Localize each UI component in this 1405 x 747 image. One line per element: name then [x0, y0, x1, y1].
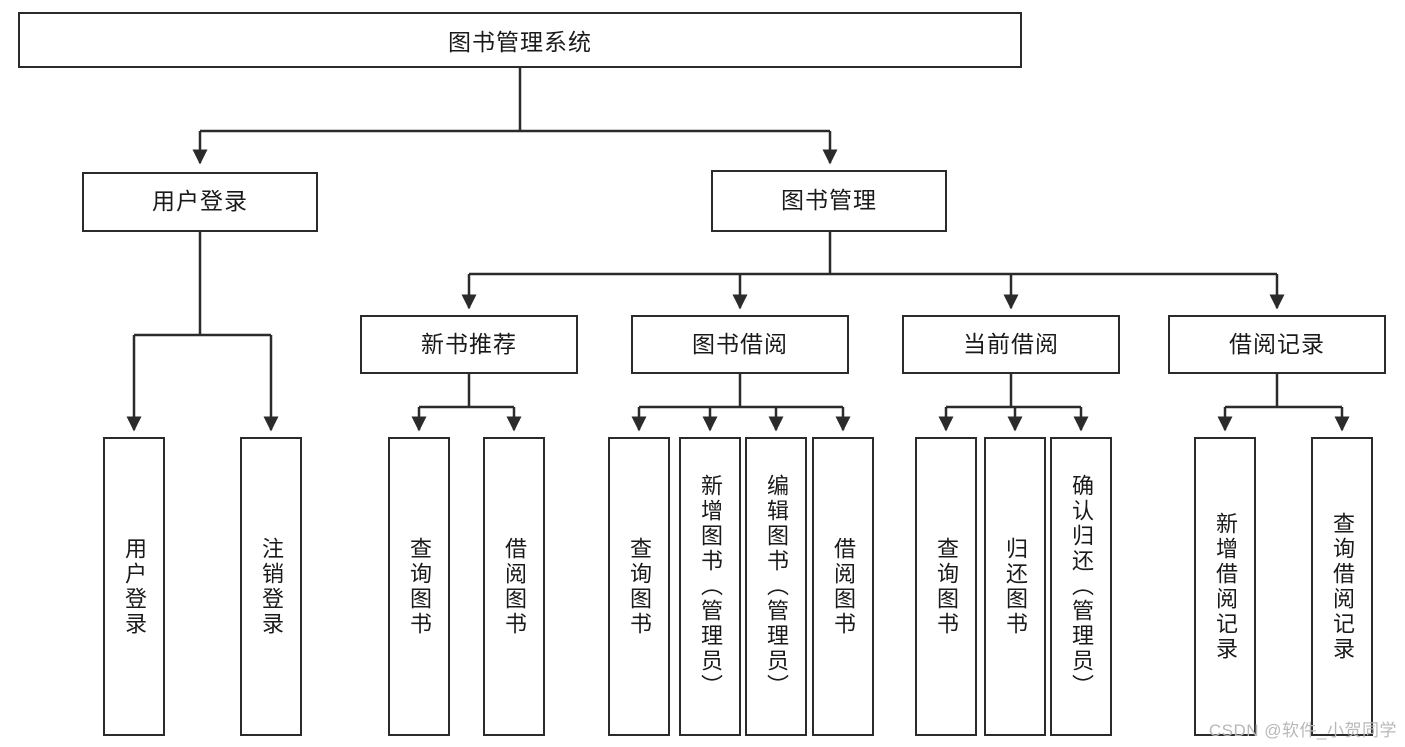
leaf-return-book[interactable]: 归还图书: [984, 437, 1046, 736]
leaf-borrow-book-recommend[interactable]: 借阅图书: [483, 437, 545, 736]
leaf-add-borrow-record[interactable]: 新增借阅记录: [1194, 437, 1256, 736]
node-book-management[interactable]: 图书管理: [711, 170, 947, 232]
leaf-query-book-borrow[interactable]: 查询图书: [608, 437, 670, 736]
node-book-borrow[interactable]: 图书借阅: [631, 315, 849, 374]
leaf-add-book-admin[interactable]: 新增图书（管理员）: [679, 437, 741, 736]
watermark-text: CSDN @软件_小贺同学: [1208, 721, 1397, 740]
node-borrow-record[interactable]: 借阅记录: [1168, 315, 1386, 374]
leaf-borrow-book[interactable]: 借阅图书: [812, 437, 874, 736]
leaf-user-login[interactable]: 用户登录: [103, 437, 165, 736]
leaf-logout[interactable]: 注销登录: [240, 437, 302, 736]
leaf-confirm-return-admin[interactable]: 确认归还（管理员）: [1050, 437, 1112, 736]
leaf-query-book-current[interactable]: 查询图书: [915, 437, 977, 736]
leaf-query-book-recommend[interactable]: 查询图书: [388, 437, 450, 736]
node-current-borrow[interactable]: 当前借阅: [902, 315, 1120, 374]
leaf-query-borrow-record[interactable]: 查询借阅记录: [1311, 437, 1373, 736]
node-new-book-recommend[interactable]: 新书推荐: [360, 315, 578, 374]
leaf-edit-book-admin[interactable]: 编辑图书（管理员）: [745, 437, 807, 736]
node-user-login[interactable]: 用户登录: [82, 172, 318, 232]
node-root-system[interactable]: 图书管理系统: [18, 12, 1022, 68]
